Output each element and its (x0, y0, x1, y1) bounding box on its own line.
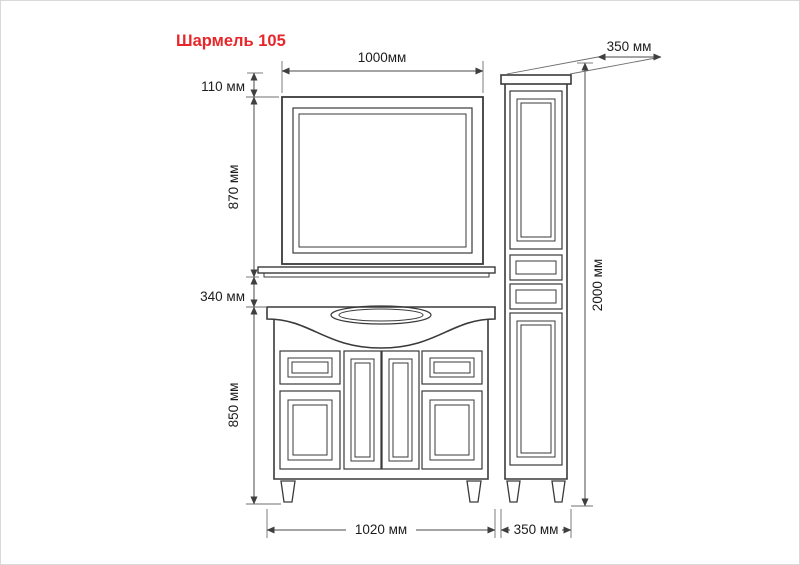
vanity-right-leg (466, 480, 482, 503)
door-panel-inner (292, 404, 328, 456)
drawer-front (421, 350, 483, 385)
drawer-panel (287, 357, 333, 378)
dim-label-vanity-width: 1020 мм (355, 522, 407, 537)
vanity-left-leg (280, 480, 296, 503)
dim-label-total-height: 2000 мм (590, 259, 605, 311)
door-front (279, 390, 341, 470)
dim-label-vanity-height: 850 мм (226, 383, 241, 428)
vanity-body (273, 319, 489, 480)
drawer-front (279, 350, 341, 385)
mirror-mid-frame (292, 107, 473, 254)
door-panel (350, 358, 375, 462)
dim-label-mirror-width: 1000мм (358, 50, 407, 65)
shelf-board (257, 266, 496, 274)
dim-label-tower-width: 350 мм (514, 522, 559, 537)
vanity-middle-left-door (343, 350, 382, 470)
tower-left-leg (506, 480, 521, 503)
drawer-panel (429, 357, 475, 378)
dim-mirror-height: 870 мм (226, 96, 259, 278)
shelf-edge (263, 272, 490, 278)
dim-label-tower-depth: 350 мм (607, 39, 652, 54)
drawer-front (509, 283, 563, 310)
drawer-panel-inner (433, 361, 471, 374)
door-front (421, 390, 483, 470)
washbasin-inner-rim (338, 308, 424, 322)
door-panel (516, 98, 556, 242)
dim-tower-depth: 350 мм (506, 39, 662, 75)
dim-total-height: 2000 мм (571, 62, 605, 507)
tower-body (504, 84, 568, 480)
dim-label-gap: 340 мм (200, 289, 245, 304)
mirror (281, 96, 484, 265)
vanity-right-drawer (421, 350, 483, 385)
page-title: Шармель 105 (176, 32, 286, 50)
washbasin-outer-rim (330, 305, 432, 325)
door-panel-inner (520, 102, 552, 238)
tower-upper-door (509, 90, 563, 250)
dim-tower-width: 350 мм (500, 509, 572, 538)
mirror-outer-frame (281, 96, 484, 265)
door-panel (287, 399, 333, 461)
drawer-panel (515, 260, 557, 275)
door-panel (429, 399, 475, 461)
door-panel-inner (354, 362, 371, 458)
dimension-annotations: 1000мм 110 мм 870 мм 340 мм 850 мм (200, 39, 662, 538)
dim-mirror-to-cabinet-gap: 340 мм (200, 276, 267, 308)
door-front (381, 350, 420, 470)
tower-drawer-1 (509, 254, 563, 281)
vanity-countertop (266, 306, 496, 349)
door-panel-inner (434, 404, 470, 456)
dim-label-mirror-top-offset: 110 мм (201, 79, 245, 94)
door-front (509, 90, 563, 250)
drawer-panel (515, 289, 557, 304)
dim-label-mirror-height: 870 мм (226, 165, 241, 210)
dim-vanity-width: 1020 мм (266, 509, 496, 538)
mirror-shelf (257, 266, 496, 278)
tower-lower-door (509, 312, 563, 466)
tower-right-leg (551, 480, 566, 503)
drawer-panel-inner (291, 361, 329, 374)
door-front (509, 312, 563, 466)
dim-mirror-width: 1000мм (281, 50, 484, 93)
tower-cornice (500, 74, 572, 85)
vanity-left-drawer (279, 350, 341, 385)
door-front (343, 350, 382, 470)
side-tower-cabinet (500, 74, 572, 503)
mirror-glass (298, 113, 467, 248)
tower-drawer-2 (509, 283, 563, 310)
dim-vanity-height: 850 мм (226, 306, 281, 505)
drawer-front (509, 254, 563, 281)
door-panel-inner (392, 362, 409, 458)
vanity-left-door (279, 390, 341, 470)
dim-mirror-top-offset: 110 мм (201, 72, 279, 98)
door-panel (516, 320, 556, 458)
vanity-right-door (421, 390, 483, 470)
door-panel-inner (520, 324, 552, 454)
vanity-cabinet (266, 305, 496, 503)
door-panel (388, 358, 413, 462)
vanity-middle-right-door (381, 350, 420, 470)
